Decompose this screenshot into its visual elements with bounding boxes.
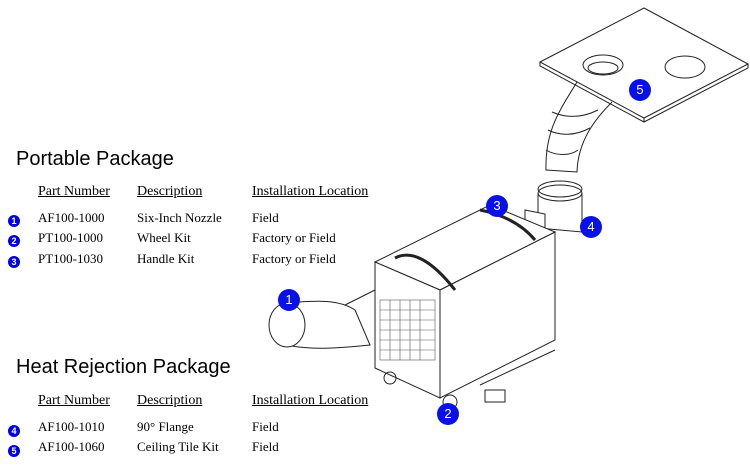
header-description: Description	[137, 184, 203, 199]
row-badge: 5	[8, 445, 20, 457]
callout-5: 5	[629, 79, 651, 101]
row-badge: 3	[8, 256, 20, 268]
row-badge: 4	[8, 425, 20, 437]
location: Field	[252, 210, 279, 225]
ceiling-tile-panel	[538, 7, 750, 123]
callout-3: 3	[486, 195, 508, 217]
callout-2: 2	[437, 403, 459, 425]
description: Wheel Kit	[137, 230, 191, 245]
row-badge: 1	[8, 215, 20, 227]
header-location: Installation Location	[252, 184, 369, 199]
location: Factory or Field	[252, 230, 336, 245]
section-title-portable: Portable Package	[16, 148, 174, 170]
header-description: Description	[137, 393, 203, 408]
callout-1: 1	[278, 289, 300, 311]
header-part-number: Part Number	[38, 393, 110, 408]
header-location: Installation Location	[252, 393, 369, 408]
description: Six-Inch Nozzle	[137, 210, 222, 225]
part-number: PT100-1030	[38, 251, 103, 266]
part-number: AF100-1010	[38, 419, 105, 434]
nozzle-elbow	[268, 289, 376, 349]
part-number: AF100-1000	[38, 210, 105, 225]
cabinet	[373, 204, 557, 403]
flex-duct-upper	[545, 81, 613, 173]
part-number: AF100-1060	[38, 439, 105, 454]
row-badge: 2	[8, 235, 20, 247]
description: 90° Flange	[137, 419, 194, 434]
location: Factory or Field	[252, 251, 336, 266]
description: Handle Kit	[137, 251, 195, 266]
callout-4: 4	[580, 216, 602, 238]
location: Field	[252, 419, 279, 434]
description: Ceiling Tile Kit	[137, 439, 219, 454]
location: Field	[252, 439, 279, 454]
header-part-number: Part Number	[38, 184, 110, 199]
section-title-heat-rejection: Heat Rejection Package	[16, 356, 231, 378]
grille	[379, 299, 436, 361]
part-number: PT100-1000	[38, 230, 103, 245]
